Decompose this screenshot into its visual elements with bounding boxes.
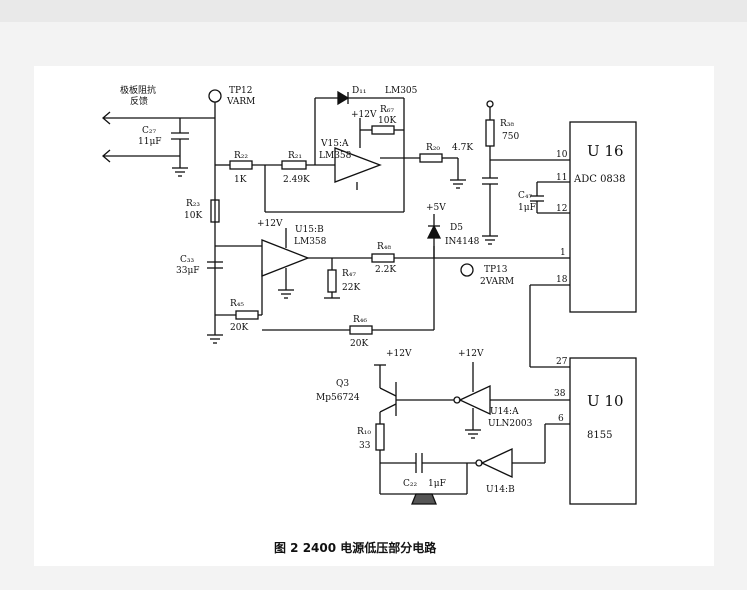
opamp-u15b xyxy=(261,239,310,277)
label-tp12: TP12 xyxy=(229,86,253,96)
resistor-r47 xyxy=(327,269,337,293)
label-r20: R₂₀ xyxy=(426,143,440,153)
resistor-r21 xyxy=(281,160,307,170)
label-r10: R₁₀ xyxy=(357,427,371,437)
resistor-r38 xyxy=(485,119,495,147)
buffer-u14a xyxy=(458,384,491,416)
label-r48: R₄₈ xyxy=(377,242,391,252)
resistor-r45 xyxy=(235,310,259,320)
label-adc: ADC 0838 xyxy=(573,174,626,185)
label-c47v: 1μF xyxy=(518,203,536,213)
label-8155: 8155 xyxy=(587,430,612,441)
pin-38: 38 xyxy=(554,389,566,399)
top-bar xyxy=(0,0,747,22)
label-vcc4: +12V xyxy=(458,349,484,359)
label-q3: Q3 xyxy=(336,379,349,389)
label-vcc3: +12V xyxy=(386,349,412,359)
label-c33: C₃₃ xyxy=(180,255,194,265)
pin-27: 27 xyxy=(556,357,568,367)
label-feedback: 极板阻抗 xyxy=(120,84,156,96)
label-varm: VARM xyxy=(226,97,255,107)
resistor-r10 xyxy=(375,423,385,451)
label-r10v: 33 xyxy=(359,441,371,451)
label-r23v: 10K xyxy=(184,211,202,221)
label-r45v: 20K xyxy=(230,323,248,333)
label-c27: C₂₇ xyxy=(142,126,156,136)
opamp-v15a xyxy=(334,147,382,183)
label-r38: R₃₈ xyxy=(500,119,514,129)
buffer-u14b xyxy=(480,447,513,479)
label-r20v: 4.7K xyxy=(452,143,473,153)
label-r23: R₂₃ xyxy=(186,199,200,209)
label-v5: +5V xyxy=(426,203,446,213)
resistor-r22 xyxy=(229,160,253,170)
figure-paper xyxy=(34,66,714,566)
label-d5v: IN4148 xyxy=(445,237,480,247)
label-r47: R₄₇ xyxy=(342,269,356,279)
label-uln: ULN2003 xyxy=(488,419,533,429)
pin-6: 6 xyxy=(558,414,564,424)
label-u14b: U14:B xyxy=(486,485,515,495)
label-r21: R₂₁ xyxy=(288,151,302,161)
chip-u10 xyxy=(569,357,637,505)
label-c33v: 33μF xyxy=(176,266,200,276)
label-d5: D5 xyxy=(450,223,463,233)
arrow-input-bottom-icon xyxy=(102,149,111,163)
resistor-r48 xyxy=(371,253,395,263)
label-lm358b: LM358 xyxy=(294,237,327,247)
arrow-input-top-icon xyxy=(102,111,111,125)
label-r38v: 750 xyxy=(502,132,519,142)
resistor-r46 xyxy=(349,325,373,335)
label-u14a: U14:A xyxy=(490,407,519,417)
resistor-r23 xyxy=(210,199,220,223)
label-lm358a: LM358 xyxy=(319,151,352,161)
label-r67v: 10K xyxy=(378,116,396,126)
label-c47: C₄₇ xyxy=(518,191,532,201)
speaker-icon xyxy=(411,493,437,505)
label-q3v: Mp56724 xyxy=(316,393,360,403)
resistor-r20 xyxy=(419,153,443,163)
label-c22v: 1μF xyxy=(428,479,446,489)
label-vcc2: +12V xyxy=(257,219,283,229)
label-v15a: V15:A xyxy=(320,139,349,149)
diode-d5 xyxy=(426,224,442,239)
label-r48v: 2.2K xyxy=(375,265,396,275)
pin-1: 1 xyxy=(560,248,566,258)
label-u15b: U15:B xyxy=(295,225,324,235)
label-c27v: 11μF xyxy=(138,137,162,147)
diode-d11 xyxy=(337,90,350,106)
label-r45: R₄₅ xyxy=(230,299,244,309)
label-tp13: TP13 xyxy=(484,265,508,275)
label-lm305: LM305 xyxy=(385,86,418,96)
chip-u16 xyxy=(569,121,637,313)
label-r21v: 2.49K xyxy=(283,175,310,185)
label-d11: D₁₁ xyxy=(352,86,366,96)
pin-18: 18 xyxy=(556,275,568,285)
resistor-r67 xyxy=(371,125,395,135)
pin-12: 12 xyxy=(556,204,567,214)
label-u16: U 16 xyxy=(587,142,624,160)
label-r22v: 1K xyxy=(234,175,247,185)
label-r22: R₂₂ xyxy=(234,151,248,161)
pin-10: 10 xyxy=(556,150,568,160)
label-u10: U 10 xyxy=(587,392,624,410)
label-r46v: 20K xyxy=(350,339,368,349)
label-r47v: 22K xyxy=(342,283,360,293)
figure-caption: 图 2 2400 电源低压部分电路 xyxy=(274,540,437,555)
label-feedback2: 反馈 xyxy=(130,95,148,107)
label-vcc1: +12V xyxy=(351,110,377,120)
testpoint-tp13 xyxy=(460,263,474,277)
label-r46: R₄₆ xyxy=(353,315,367,325)
pin-11: 11 xyxy=(556,173,567,183)
testpoint-tp12 xyxy=(208,89,222,103)
label-r67: R₆₇ xyxy=(380,105,394,115)
label-varm2: 2VARM xyxy=(480,277,514,287)
label-c22: C₂₂ xyxy=(403,479,417,489)
